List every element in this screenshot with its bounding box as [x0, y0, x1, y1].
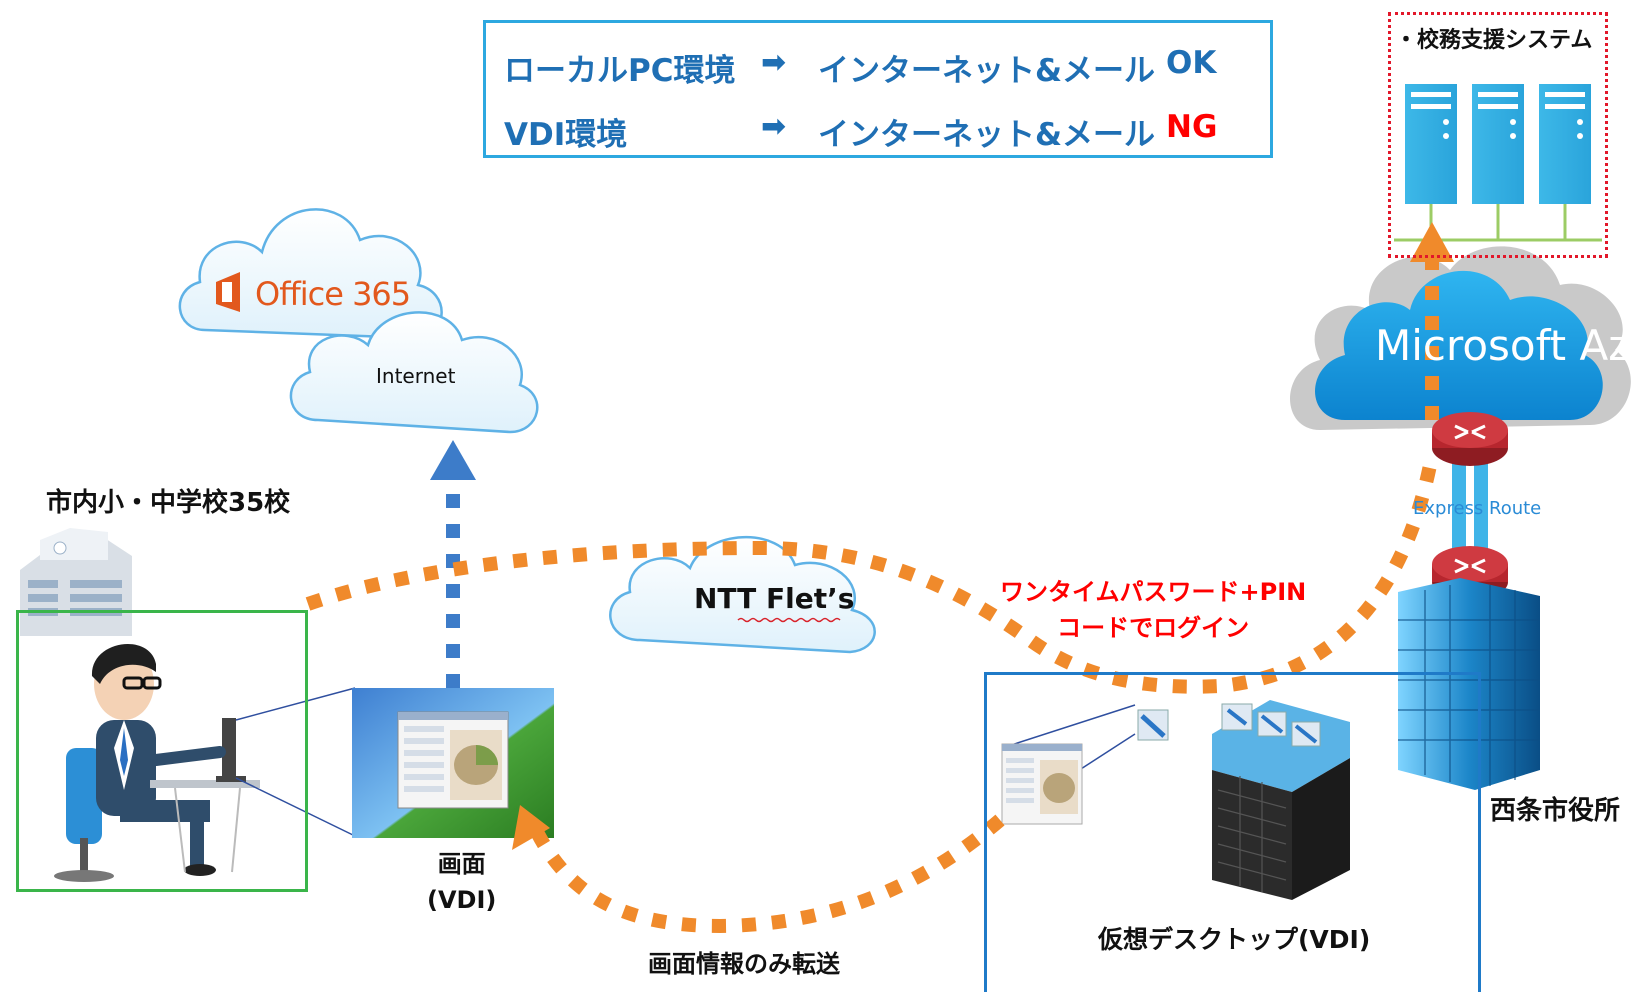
screen-transfer-path — [528, 814, 1005, 934]
legend-row2-arrow-icon: ➡ — [761, 109, 787, 144]
internet-label: Internet — [376, 364, 456, 388]
virtual-desktop-label: 仮想デスクトップ(VDI) — [1098, 925, 1371, 954]
screen-label-line1: 画面 — [437, 850, 486, 878]
screen-label: 画面 (VDI) — [427, 846, 496, 918]
spelling-underline — [737, 617, 841, 623]
legend-row2-status: NG — [1166, 109, 1218, 145]
datacenter-frame — [984, 672, 1481, 992]
office-logo-icon — [216, 272, 240, 312]
office365-label: Office 365 — [255, 275, 411, 313]
screen-transfer-label: 画面情報のみ転送 — [648, 950, 840, 978]
screen-arrowhead — [512, 805, 550, 850]
internet-cloud — [289, 311, 539, 434]
legend-row2-source: VDI環境 — [504, 117, 628, 153]
vsphere-server-rack — [1137, 700, 1350, 900]
flets-cloud — [609, 535, 876, 654]
legend-row1-target: インターネット&メール — [818, 53, 1156, 89]
school-system-frame — [1388, 12, 1608, 258]
azure-label: Microsoft Azure — [1375, 321, 1641, 370]
vm-cube-icons — [1137, 703, 1321, 747]
office365-cloud — [178, 208, 443, 340]
city-hall-label: 西条市役所 — [1490, 796, 1621, 826]
express-route-label: Express Route — [1413, 498, 1542, 519]
legend-row1-source: ローカルPC環境 — [504, 53, 736, 89]
school-frame — [16, 610, 308, 892]
school-system-servers — [1394, 84, 1602, 242]
datacenter-screen-thumbnail — [1001, 743, 1083, 825]
screen-label-line2: (VDI) — [427, 886, 497, 914]
access-legend: ローカルPC環境 ➡ インターネット&メール OK VDI環境 ➡ インターネッ… — [483, 20, 1273, 158]
vdi-to-internet-path — [430, 440, 476, 688]
azure-cloud — [1290, 246, 1631, 430]
school-label: 市内小・中学校35校 — [46, 488, 291, 518]
user-at-desk — [54, 643, 260, 882]
orange-paths — [305, 260, 1439, 934]
school-to-cityhall-path — [305, 453, 1439, 694]
otp-label-line1: ワンタイムパスワード+PIN — [1000, 578, 1307, 606]
otp-label-line2: コードでログイン — [1057, 614, 1250, 642]
system-arrowhead — [1410, 222, 1454, 262]
flets-label: NTT Flet’s — [694, 582, 855, 615]
legend-row2-target: インターネット&メール — [818, 117, 1156, 153]
city-hall-building — [1398, 578, 1540, 790]
otp-login-label: ワンタイムパスワード+PIN コードでログイン — [1000, 574, 1306, 646]
legend-row1-arrow-icon: ➡ — [761, 45, 787, 80]
legend-row1-status: OK — [1166, 45, 1217, 81]
express-route — [1432, 412, 1508, 600]
school-system-label: ・校務支援システム — [1395, 28, 1593, 53]
